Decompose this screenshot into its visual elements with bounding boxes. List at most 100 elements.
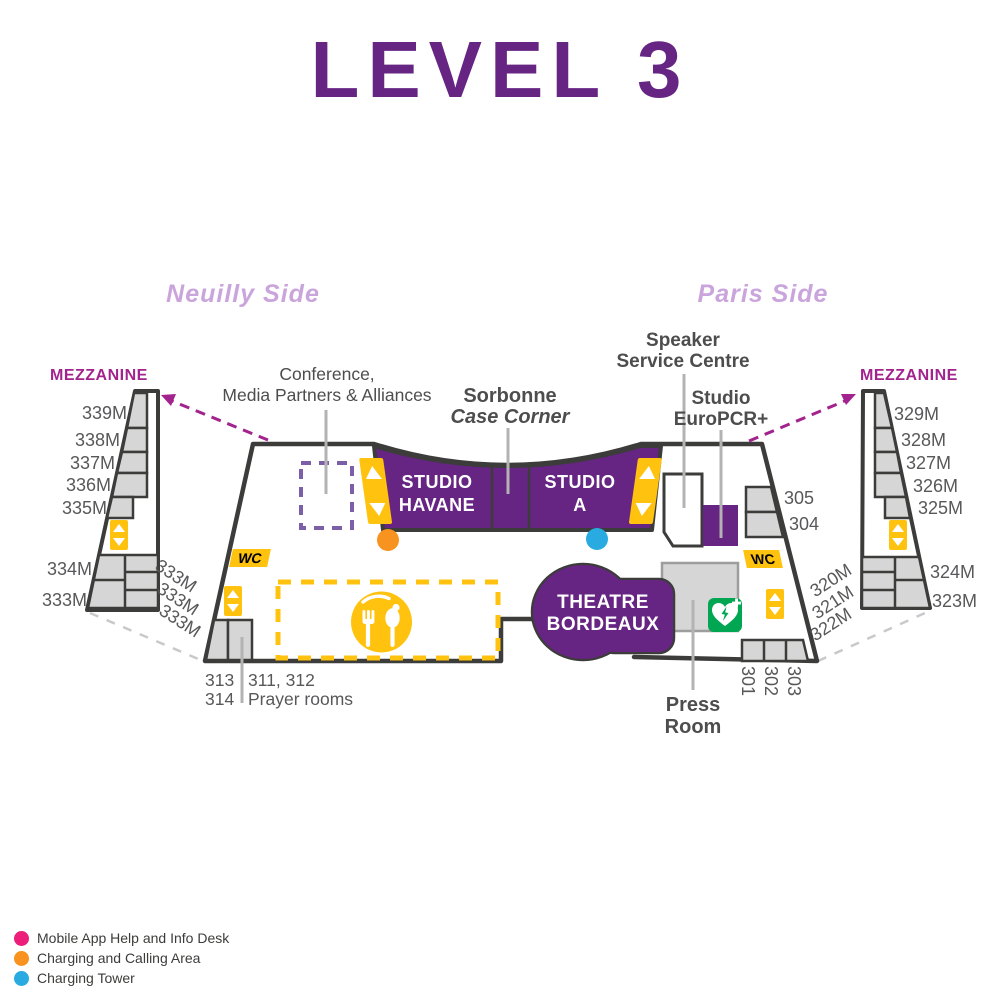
- room-339M: [125, 391, 149, 430]
- room-313-314: [204, 618, 230, 662]
- theatre-line2: BORDEAUX: [546, 614, 660, 635]
- legend-item-charging-calling: Charging and Calling Area: [14, 949, 200, 967]
- mezzanine-label-left: MEZZANINE: [50, 367, 148, 384]
- escalator-icon: [110, 520, 128, 550]
- studio-havane-line2: HAVANE: [398, 495, 476, 515]
- callout-conference-line2: Media Partners & Alliances: [222, 385, 432, 405]
- page-title: LEVEL 3: [310, 25, 690, 114]
- legend-label: Charging Tower: [37, 970, 135, 986]
- guide-dash-left: [89, 611, 204, 663]
- callout-sorbonne-line2: Case Corner: [450, 406, 570, 428]
- escalator-icon: [766, 589, 784, 619]
- venue-studio-a: STUDIO A: [528, 471, 632, 517]
- left-mezzanine: [85, 389, 160, 612]
- room-label-328M: 328M: [901, 430, 947, 450]
- restaurant-icon: [351, 591, 412, 653]
- callout-speaker-line2: Service Centre: [616, 351, 750, 372]
- room-305: [744, 485, 779, 514]
- mezzanine-arrow-right: [748, 394, 856, 443]
- callout-speaker-service: Speaker Service Centre: [593, 330, 773, 372]
- speaker-service-centre-area: [662, 472, 704, 548]
- charging-calling-area-dot: [377, 529, 399, 551]
- legend-item-info-desk: Mobile App Help and Info Desk: [14, 929, 229, 947]
- room-label-304: 304: [789, 514, 820, 534]
- callout-conference: Conference, Media Partners & Alliances: [192, 364, 462, 406]
- theatre-bordeaux-shape: [530, 562, 676, 662]
- room-326M: [873, 471, 908, 499]
- room-304: [744, 510, 785, 539]
- escalator-icon: [224, 586, 242, 616]
- callout-europcr-line2: EuroPCR+: [673, 409, 769, 430]
- room-label-329M: 329M: [894, 404, 940, 424]
- callout-press-line2: Room: [664, 716, 722, 738]
- right-mezzanine: [860, 389, 932, 610]
- callout-speaker-line1: Speaker: [646, 330, 720, 351]
- side-label-paris: Paris Side: [697, 280, 829, 308]
- callout-sorbonne: Sorbonne Case Corner: [410, 386, 610, 428]
- room-327M: [873, 450, 903, 475]
- venue-theatre-bordeaux: THEATRE BORDEAUX: [523, 592, 683, 636]
- studios-band: [372, 444, 663, 532]
- room-label-302: 302: [761, 666, 781, 697]
- room-label-339M: 339M: [81, 403, 127, 423]
- guide-dash-right: [817, 611, 926, 663]
- callout-sorbonne-line1: Sorbonne: [463, 385, 557, 407]
- studios-band-shape: [372, 444, 663, 532]
- room-label-303: 303: [784, 666, 804, 697]
- legend-label: Mobile App Help and Info Desk: [37, 930, 230, 946]
- room-label-324M: 324M: [930, 562, 976, 582]
- studio-a-line1: STUDIO: [544, 472, 616, 492]
- left-mezzanine-lower-block: [86, 553, 160, 610]
- venue-studio-havane: STUDIO HAVANE: [377, 471, 497, 517]
- room-label-335M: 335M: [61, 498, 107, 518]
- callout-europcr-line1: Studio: [691, 388, 751, 409]
- room-label-301: 301: [738, 666, 758, 697]
- room-328M: [873, 426, 899, 454]
- rooms-301-302-303: [740, 638, 810, 663]
- catering-dashed-zone: [275, 579, 501, 661]
- room-325M: [883, 495, 912, 520]
- room-label-305: 305: [784, 488, 815, 508]
- room-label-326M: 326M: [913, 476, 959, 496]
- room-label-336M: 336M: [65, 475, 111, 495]
- escalator-icon: [889, 520, 907, 550]
- room-label-327M: 327M: [906, 453, 952, 473]
- theatre-line1: THEATRE: [557, 592, 649, 613]
- interior-rooms: [204, 485, 810, 663]
- room-label-311-312: 311, 312: [248, 670, 315, 690]
- room-label-325M: 325M: [918, 498, 964, 518]
- callout-conference-line1: Conference,: [279, 364, 375, 384]
- room-label-323M: 323M: [932, 591, 978, 611]
- room-336M: [110, 471, 149, 499]
- callout-press-line1: Press: [665, 694, 721, 716]
- legend-item-charging-tower: Charging Tower: [14, 969, 135, 987]
- room-335M: [105, 495, 135, 520]
- room-label-314: 314: [205, 689, 235, 709]
- info-desk-dot-icon: [14, 930, 29, 946]
- studio-havane-line1: STUDIO: [401, 472, 473, 492]
- callout-studio-europcr: Studio EuroPCR+: [631, 388, 811, 430]
- wc-sign-left: WC: [229, 549, 271, 567]
- charging-tower-dot-icon: [14, 970, 29, 986]
- room-337M: [115, 450, 149, 475]
- room-338M: [120, 426, 149, 454]
- charging-tower-dot: [586, 528, 608, 550]
- room-label-334M: 334M: [46, 559, 92, 579]
- defibrillator-icon: [708, 598, 742, 632]
- room-label-337M: 337M: [69, 453, 115, 473]
- mezzanine-label-right: MEZZANINE: [860, 367, 958, 384]
- wc-sign-right: WC: [743, 550, 783, 568]
- callout-pointers: [240, 374, 723, 703]
- charging-calling-dot-icon: [14, 950, 29, 966]
- legend-label: Charging and Calling Area: [37, 950, 201, 966]
- room-label-313: 313: [205, 670, 235, 690]
- studio-a-line2: A: [573, 495, 587, 515]
- side-label-neuilly: Neuilly Side: [166, 280, 320, 308]
- room-label-338M: 338M: [74, 430, 120, 450]
- prayer-rooms-label: Prayer rooms: [248, 689, 354, 709]
- room-label-333M: 333M: [41, 590, 87, 610]
- room-311-312: [226, 618, 254, 662]
- callout-press-room: Press Room: [618, 694, 768, 738]
